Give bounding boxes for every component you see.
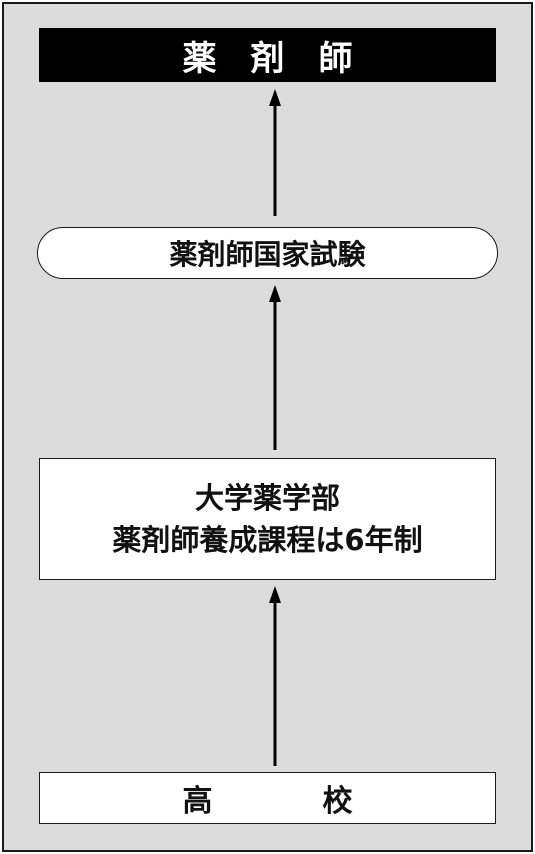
university-line2: 薬剤師養成課程は6年制 — [112, 523, 423, 557]
pharmacist-label: 薬剤師 — [182, 38, 387, 79]
university-box: 大学薬学部 薬剤師養成課程は6年制 — [39, 458, 496, 580]
pharmacist-box: 薬剤師 — [39, 28, 496, 82]
national-exam-box: 薬剤師国家試験 — [37, 227, 498, 279]
national-exam-label: 薬剤師国家試験 — [169, 238, 366, 271]
university-line1: 大学薬学部 — [194, 480, 340, 515]
highschool-label: 高校 — [182, 784, 463, 819]
highschool-box: 高校 — [39, 772, 496, 824]
